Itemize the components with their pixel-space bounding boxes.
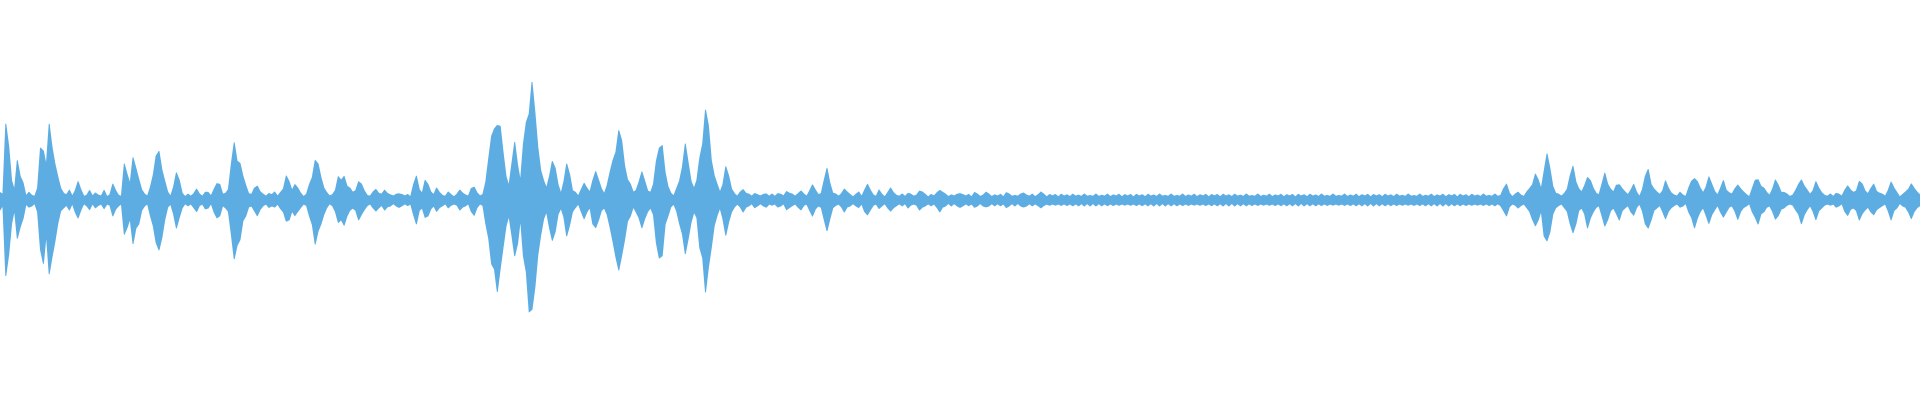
waveform-shape	[0, 81, 1920, 313]
